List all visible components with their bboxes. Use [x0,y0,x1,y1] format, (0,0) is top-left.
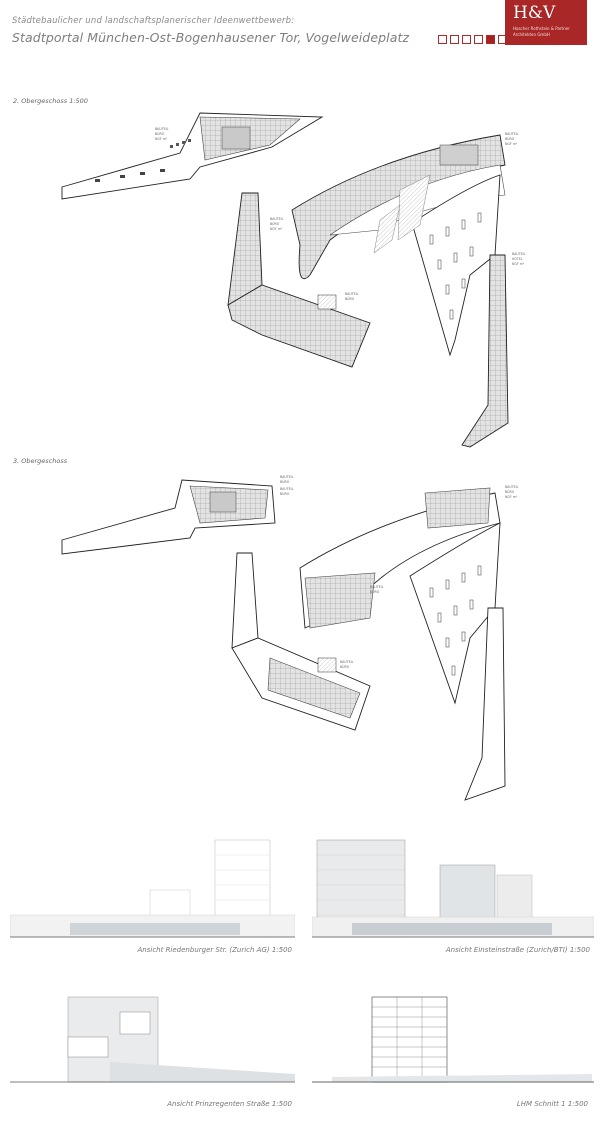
courtyard-hatch [373,174,431,254]
svg-text:BAUTEIL: BAUTEIL [280,487,294,491]
plan-1-label: 2. Obergeschoss 1:500 [13,97,88,105]
svg-text:BAUTEIL: BAUTEIL [270,217,284,221]
sheet-square-5-current [486,35,495,44]
logo-firm-name: Hascher Rothstein & Partner [513,26,570,31]
svg-text:BÜRO: BÜRO [505,136,515,141]
svg-text:NGF m²: NGF m² [512,262,525,266]
section-lhm [312,996,594,1083]
svg-text:BAUTEIL: BAUTEIL [340,660,354,664]
elevation-prinzregenten [10,996,295,1083]
svg-text:BAUTEIL: BAUTEIL [280,475,294,479]
elevation-einstein [312,839,594,938]
svg-text:BÜRO: BÜRO [155,131,165,136]
svg-text:BÜRO: BÜRO [505,489,515,494]
building-east-wedge [411,174,509,448]
svg-text:BAUTEIL: BAUTEIL [155,127,169,131]
building-west-3og [231,552,371,731]
svg-text:BAUTEIL: BAUTEIL [512,252,526,256]
sheet-square-1 [438,35,447,44]
plan-2-label: 3. Obergeschoss [13,457,68,465]
svg-text:BAUTEIL: BAUTEIL [505,485,519,489]
firm-logo: H&V Hascher Rothstein & Partner Architek… [505,0,587,45]
sheet-square-3 [462,35,471,44]
svg-text:BÜRO: BÜRO [370,589,380,594]
svg-text:NGF m²: NGF m² [505,142,518,146]
building-east-wedge-3og [409,522,506,801]
svg-text:BAUTEIL: BAUTEIL [505,132,519,136]
header: Städtebaulicher und landschaftsplanerisc… [0,0,600,56]
svg-text:NGF m²: NGF m² [155,137,168,141]
svg-text:BÜRO: BÜRO [280,491,290,496]
building-west-tower [227,192,371,368]
svg-text:BÜRO: BÜRO [345,296,355,301]
sheet-square-4 [474,35,483,44]
svg-text:BAUTEIL: BAUTEIL [345,292,359,296]
svg-text:BAUTEIL: BAUTEIL [370,585,384,589]
svg-text:HOTEL: HOTEL [512,257,523,261]
elevation-caption-3: Ansicht Prinzregenten Straße 1:500 [167,1100,292,1108]
project-title: Stadtportal München-Ost-Bogenhausener To… [12,30,410,45]
building-northwest [61,112,324,200]
sheet-square-2 [450,35,459,44]
elevation-caption-2: Ansicht Einsteinstraße (Zurich/BTI) 1:50… [445,946,590,954]
elevation-caption-1: Ansicht Riedenburger Str. (Zurich AG) 1:… [137,946,293,954]
logo-mark: H&V [513,3,556,23]
building-central-band-3og [299,487,501,629]
logo-firm-type: Architekten GmbH [513,32,550,37]
building-northwest-3og [61,479,276,555]
svg-text:NGF m²: NGF m² [270,227,283,231]
svg-text:BÜRO: BÜRO [280,479,290,484]
svg-text:NGF m²: NGF m² [505,495,518,499]
svg-text:BÜRO: BÜRO [340,664,350,669]
section-caption: LHM Schnitt 1 1:500 [516,1100,588,1108]
svg-text:BÜRO: BÜRO [270,221,280,226]
elevation-riedenburger [10,839,295,938]
sheet-indicator [438,35,507,44]
competition-title: Städtebaulicher und landschaftsplanerisc… [12,16,295,26]
